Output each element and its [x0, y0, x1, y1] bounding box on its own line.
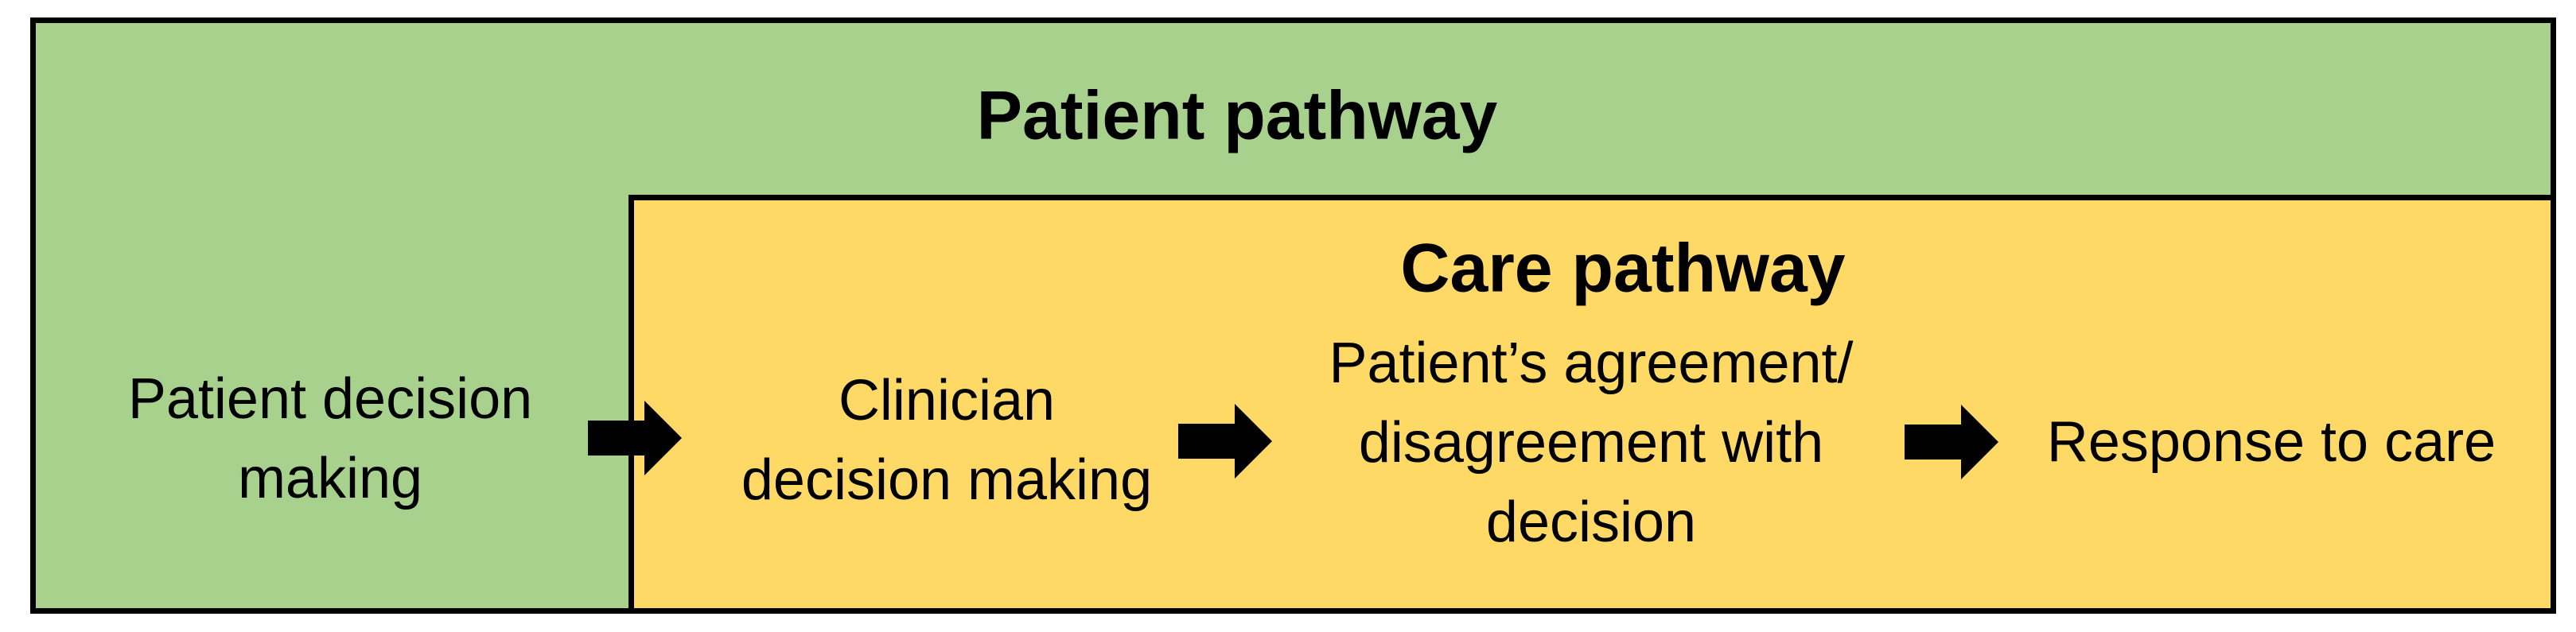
step-patient-decision-making: Patient decision making [128, 359, 532, 518]
step-line: Patient decision [127, 367, 533, 431]
step-line: decision [1485, 490, 1697, 554]
step-line: Patient’s agreement/ [1329, 332, 1854, 395]
arrow-right-icon [1905, 405, 1998, 479]
step-line: disagreement with [1358, 411, 1824, 475]
arrow-right-icon [588, 401, 682, 475]
step-line: decision making [741, 448, 1153, 512]
patient-pathway-title: Patient pathway [976, 77, 1498, 154]
step-line: making [237, 447, 423, 510]
arrow-right-icon [1178, 404, 1272, 479]
step-patient-agreement-disagreement: Patient’s agreement/ disagreement with d… [1329, 324, 1853, 562]
step-response-to-care: Response to care [2047, 402, 2496, 482]
step-clinician-decision-making: Clinician decision making [741, 361, 1152, 520]
care-pathway-region [628, 195, 2556, 614]
care-pathway-title: Care pathway [1400, 230, 1846, 307]
step-line: Response to care [2046, 410, 2496, 474]
step-line: Clinician [838, 369, 1056, 432]
